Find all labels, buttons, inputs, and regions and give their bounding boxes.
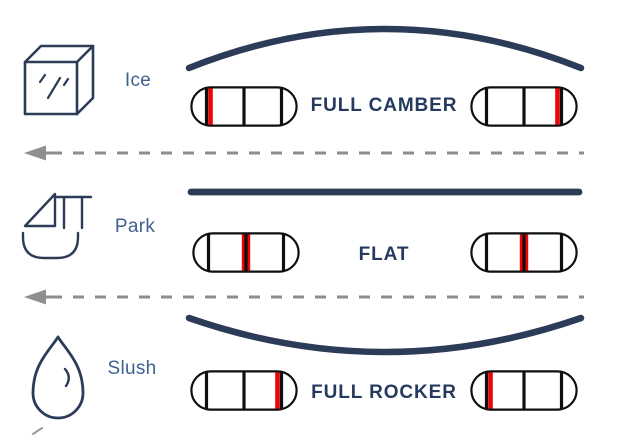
condition-label-park: Park <box>114 216 156 237</box>
board-marker-camber-right <box>470 86 578 127</box>
camber-profile-curve <box>185 22 585 80</box>
board-marker-flat-right <box>470 232 578 273</box>
profile-label-flat: FLAT <box>358 244 410 265</box>
board-marker-rocker-right <box>470 370 578 411</box>
board-marker-flat-left <box>192 232 300 273</box>
ice-cube-icon <box>20 40 98 120</box>
board-marker-camber-left <box>190 86 298 127</box>
dashed-left-arrow <box>20 286 592 308</box>
flat-profile-line <box>185 185 585 199</box>
cropped-edge-mark <box>30 426 46 436</box>
park-features-icon <box>18 188 94 264</box>
board-marker-rocker-left <box>190 370 298 411</box>
profile-label-full-rocker: FULL ROCKER <box>311 382 457 403</box>
condition-label-slush: Slush <box>107 358 157 379</box>
rocker-profile-curve <box>185 312 585 362</box>
profile-label-full-camber: FULL CAMBER <box>310 95 458 116</box>
water-drop-icon <box>28 332 90 424</box>
dashed-left-arrow <box>20 142 592 164</box>
condition-label-ice: Ice <box>124 70 152 91</box>
